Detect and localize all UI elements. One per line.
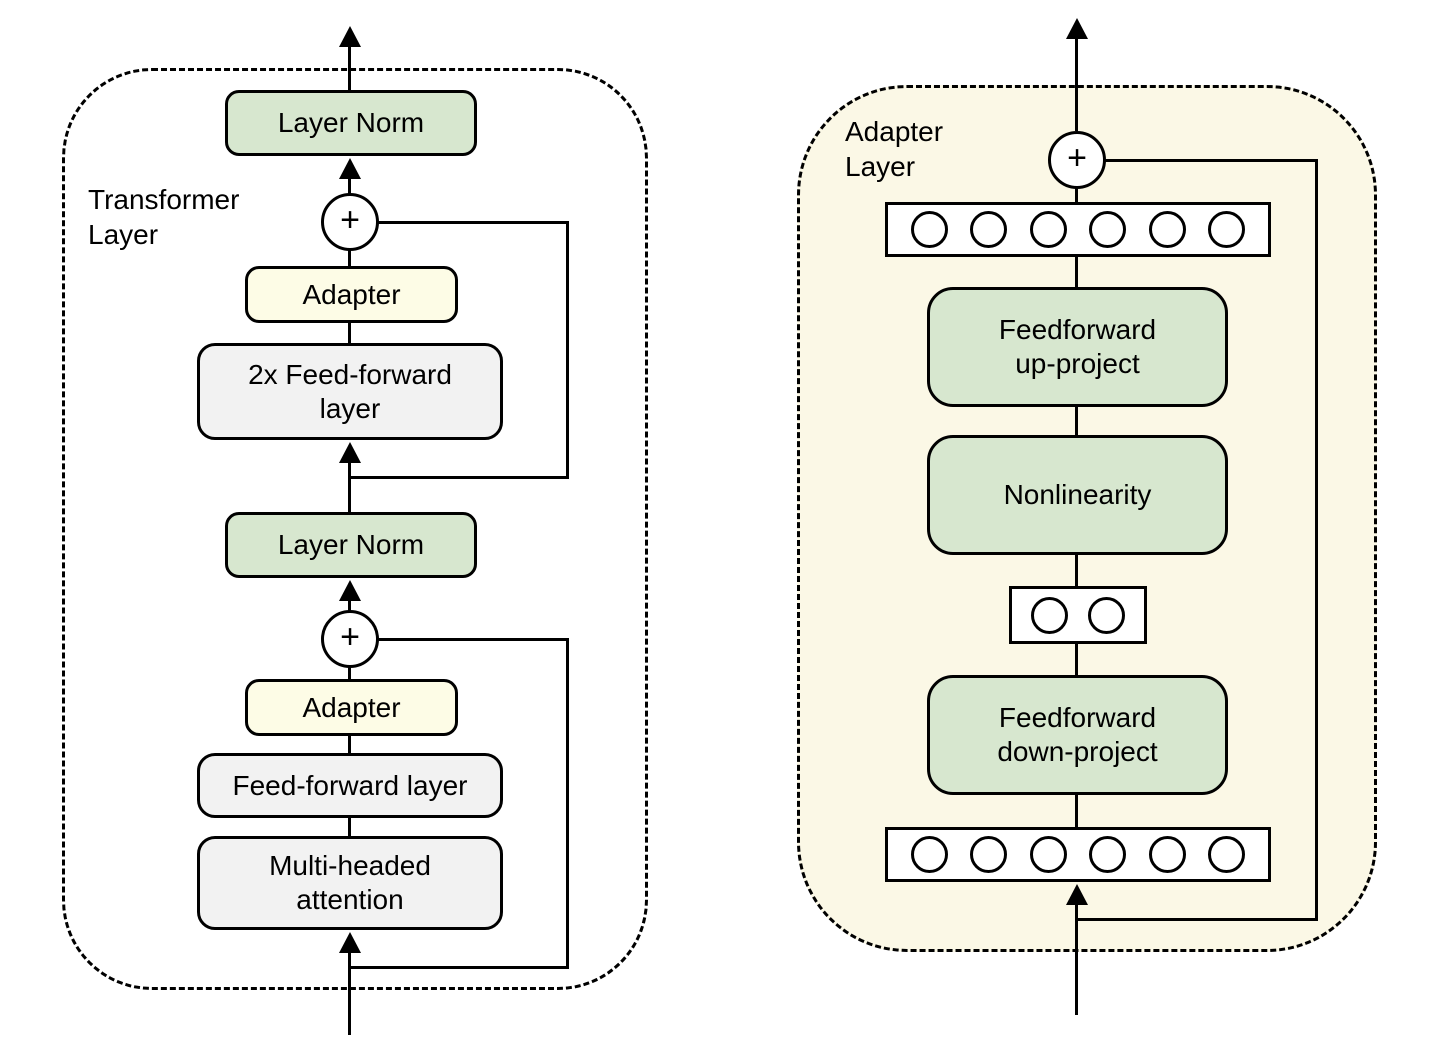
connector-line — [1075, 406, 1078, 435]
connector-line — [348, 458, 351, 479]
unit-circle — [910, 836, 948, 873]
adapter-input-line — [1075, 920, 1078, 1015]
unit-circle — [1029, 836, 1067, 873]
output-line — [348, 42, 351, 90]
unit-circle — [970, 211, 1008, 248]
input-line — [348, 968, 351, 1035]
feed-forward-2x-box: 2x Feed-forward layer — [197, 343, 503, 440]
skip-connection-branch — [350, 966, 569, 969]
connector-line — [348, 667, 351, 679]
feature-vector-top — [885, 202, 1271, 257]
adapter-output-arrowhead — [1066, 18, 1088, 39]
unit-circle — [1031, 596, 1069, 634]
adapter-skip-branch — [1077, 918, 1318, 921]
unit-circle — [1089, 211, 1127, 248]
adapter-add-node: + — [1048, 131, 1106, 189]
arrowhead-to-layer-norm-bottom — [339, 580, 361, 601]
add-node-bottom: + — [321, 610, 379, 668]
connector-line — [1075, 898, 1078, 920]
arrowhead-to-feed-forward-2x — [339, 442, 361, 463]
connector-line — [348, 735, 351, 753]
arrowhead-to-bottom-row — [1066, 884, 1088, 905]
transformer-layer-panel — [62, 68, 648, 990]
feedforward-down-project-box: Feedforward down-project — [927, 675, 1228, 795]
adapter-bottom-box: Adapter — [245, 679, 458, 736]
feedforward-up-project-box: Feedforward up-project — [927, 287, 1228, 407]
connector-line — [348, 172, 351, 194]
unit-circle — [910, 211, 948, 248]
bottleneck-vector — [1009, 586, 1147, 644]
connector-line — [1075, 643, 1078, 675]
arrowhead-to-attention — [339, 932, 361, 953]
connector-line — [348, 817, 351, 836]
connector-line — [348, 594, 351, 612]
feed-forward-box: Feed-forward layer — [197, 753, 503, 818]
output-arrowhead — [339, 26, 361, 47]
connector-line — [1075, 794, 1078, 827]
unit-circle — [1087, 596, 1125, 634]
multi-headed-attention-box: Multi-headed attention — [197, 836, 503, 930]
skip-connection-line — [566, 221, 569, 479]
connector-line — [1075, 188, 1078, 202]
unit-circle — [1089, 836, 1127, 873]
add-node-top: + — [321, 193, 379, 251]
connector-line — [348, 946, 351, 968]
unit-circle — [1148, 211, 1186, 248]
unit-circle — [1208, 836, 1246, 873]
layer-norm-top-box: Layer Norm — [225, 90, 477, 156]
connector-line — [1075, 256, 1078, 287]
layer-norm-bottom-box: Layer Norm — [225, 512, 477, 578]
skip-connection-top — [378, 221, 569, 224]
transformer-layer-label: Transformer Layer — [88, 184, 240, 250]
adapter-skip-line — [1315, 159, 1318, 920]
adapter-top-box: Adapter — [245, 266, 458, 323]
connector-line — [348, 250, 351, 267]
connector-line — [348, 478, 351, 512]
connector-line — [1075, 554, 1078, 586]
nonlinearity-box: Nonlinearity — [927, 435, 1228, 555]
adapter-layer-label: Adapter Layer — [845, 116, 944, 182]
unit-circle — [1208, 211, 1246, 248]
adapter-output-line — [1075, 34, 1078, 131]
skip-connection-line — [566, 638, 569, 969]
connector-line — [348, 322, 351, 344]
feature-vector-bottom — [885, 827, 1271, 882]
unit-circle — [970, 836, 1008, 873]
skip-connection-top — [378, 638, 569, 641]
unit-circle — [1148, 836, 1186, 873]
adapter-skip-top — [1105, 159, 1317, 162]
arrowhead-to-layer-norm-top — [339, 158, 361, 179]
unit-circle — [1029, 211, 1067, 248]
skip-connection-branch — [350, 476, 569, 479]
